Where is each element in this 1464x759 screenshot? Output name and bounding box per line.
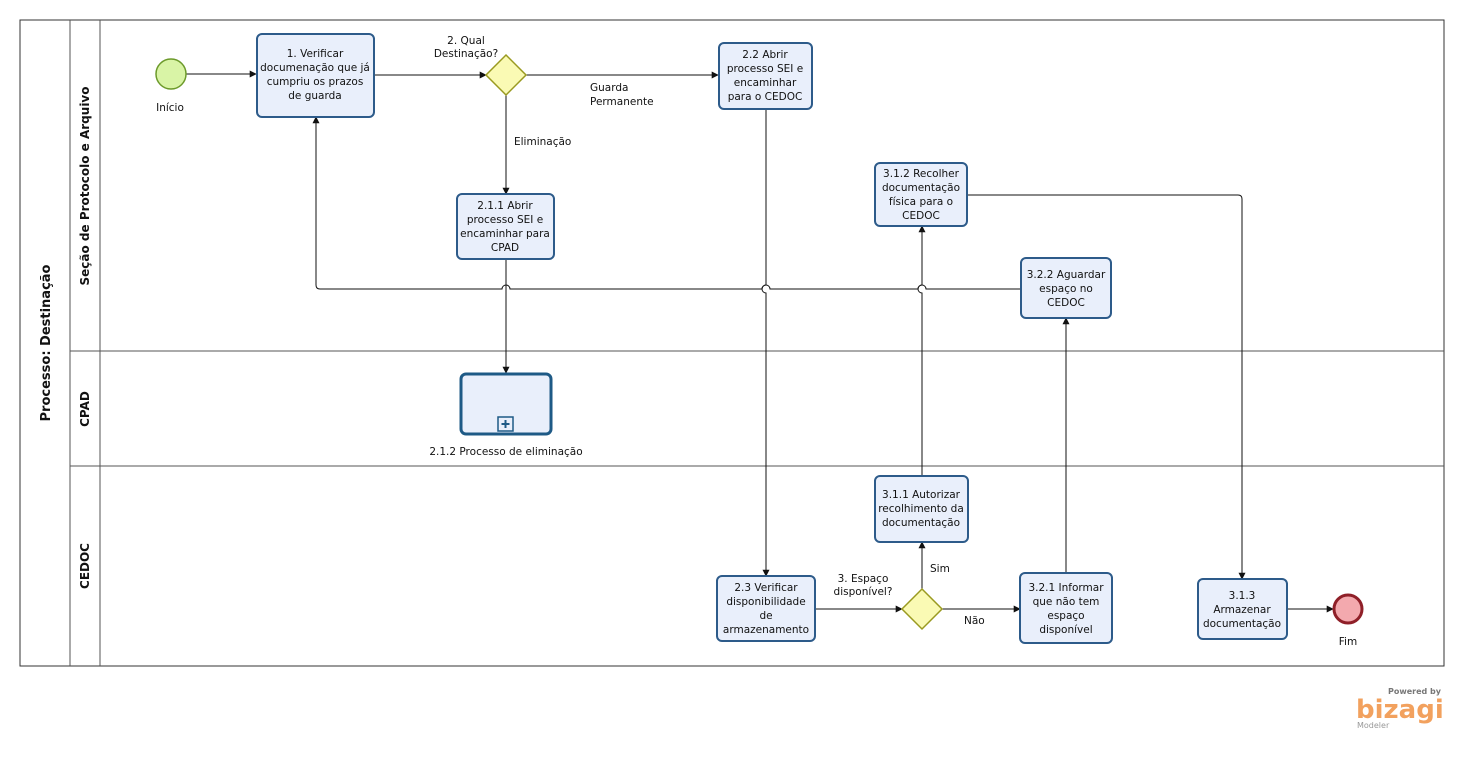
flow-label-eliminacao: Eliminação (514, 136, 571, 148)
task-line: Armazenar (1213, 604, 1271, 616)
task-line: 3.1.3 (1229, 590, 1256, 602)
subprocess-label: 2.1.2 Processo de eliminação (429, 446, 582, 458)
task-line: 3.2.2 Aguardar (1027, 269, 1106, 281)
flow-t322-to-t1 (312, 116, 1021, 290)
task-line: espaço (1047, 610, 1084, 622)
task-verificar-documentacao[interactable]: 1. Verificar documenação que já cumpriu … (256, 33, 375, 118)
task-line: 3.1.2 Recolher (883, 168, 960, 180)
task-line: documentação (882, 517, 960, 529)
task-line: disponibilidade (726, 596, 805, 608)
task-line: 2.2 Abrir (742, 49, 788, 61)
task-box (1020, 257, 1112, 319)
gateway-espaco[interactable] (900, 587, 944, 631)
task-abrir-sei-cedoc[interactable]: 2.2 Abrir processo SEI e encaminhar para… (718, 42, 813, 110)
task-line: de (759, 610, 772, 622)
task-line: que não tem (1033, 596, 1100, 608)
task-line: física para o (889, 196, 953, 208)
task-line: CEDOC (902, 210, 940, 222)
task-line: documentação (882, 182, 960, 194)
flow-label-nao: Não (964, 615, 985, 627)
end-event[interactable] (1332, 593, 1364, 625)
task-armazenar-documentacao[interactable]: 3.1.3 Armazenar documentação (1197, 578, 1288, 640)
task-autorizar-recolhimento[interactable]: 3.1.1 Autorizar recolhimento da document… (874, 475, 969, 543)
task-line: armazenamento (723, 624, 809, 636)
plus-icon-glyph (501, 420, 510, 428)
task-box (874, 162, 968, 227)
gateway-destinacao-label-2: Destinação? (434, 48, 498, 60)
pool-border (19, 19, 1445, 667)
task-box (256, 33, 375, 118)
flow-label-guarda-1: Guarda (590, 82, 628, 94)
task-line: disponível (1039, 624, 1092, 636)
gateway-espaco-label-1: 3. Espaço (838, 573, 889, 585)
flow-label-guarda-2: Permanente (590, 96, 654, 108)
task-line: 2.1.1 Abrir (477, 200, 533, 212)
task-line: para o CEDOC (728, 91, 803, 103)
gateway-destinacao-label-1: 2. Qual (447, 35, 485, 47)
task-line: recolhimento da (878, 503, 964, 515)
task-line: espaço no (1039, 283, 1093, 295)
task-box (1197, 578, 1288, 640)
start-event-label: Início (156, 102, 184, 114)
subprocess-eliminacao[interactable] (459, 372, 553, 436)
task-verificar-disponibilidade[interactable]: 2.3 Verificar disponibilidade de armazen… (716, 575, 816, 642)
start-event[interactable] (155, 58, 187, 90)
lane-title-cedoc: CEDOC (78, 543, 92, 589)
lane-title-protocolo: Seção de Protocolo e Arquivo (78, 87, 92, 286)
task-line: processo SEI e (727, 63, 803, 75)
task-line: documentação (1203, 618, 1281, 630)
task-line: encaminhar para (460, 228, 550, 240)
task-line: 3.2.1 Informar (1028, 582, 1104, 594)
task-line: CEDOC (1047, 297, 1085, 309)
task-line: 3.1.1 Autorizar (882, 489, 961, 501)
task-recolher-documentacao[interactable]: 3.1.2 Recolher documentação física para … (874, 162, 968, 227)
bizagi-wordmark: bizagi (1356, 695, 1444, 725)
flow-t312-to-t313 (967, 194, 1246, 580)
task-line: documenação que já (260, 62, 370, 74)
bizagi-logo: Powered by bizagi Modeler (1356, 687, 1444, 730)
task-abrir-sei-cpad[interactable]: 2.1.1 Abrir processo SEI e encaminhar pa… (456, 193, 555, 260)
powered-by-text: Powered by (1388, 687, 1442, 696)
task-line: CPAD (491, 242, 519, 254)
sequence-flows (186, 70, 1334, 613)
gateway-espaco-label-2: disponível? (834, 586, 893, 598)
task-line: processo SEI e (467, 214, 543, 226)
task-line: cumpriu os prazos (267, 76, 364, 88)
task-box (718, 42, 813, 110)
gateway-destinacao[interactable] (484, 53, 528, 97)
task-line: encaminhar (734, 77, 797, 89)
lane-title-cpad: CPAD (78, 391, 92, 427)
end-event-label: Fim (1339, 636, 1357, 648)
task-box (1019, 572, 1113, 644)
task-line: 2.3 Verificar (734, 582, 798, 594)
task-aguardar-espaco[interactable]: 3.2.2 Aguardar espaço no CEDOC (1020, 257, 1112, 319)
task-box (874, 475, 969, 543)
pool: Processo: Destinação Seção de Protocolo … (19, 19, 1445, 667)
task-box (456, 193, 555, 260)
pool-title: Processo: Destinação (39, 264, 54, 421)
flow-label-sim: Sim (930, 563, 950, 575)
task-informar-sem-espaco[interactable]: 3.2.1 Informar que não tem espaço dispon… (1019, 572, 1113, 644)
task-line: de guarda (288, 90, 341, 102)
modeler-text: Modeler (1357, 721, 1390, 730)
task-line: 1. Verificar (287, 48, 344, 60)
subprocess-box (459, 372, 553, 436)
task-box (716, 575, 816, 642)
